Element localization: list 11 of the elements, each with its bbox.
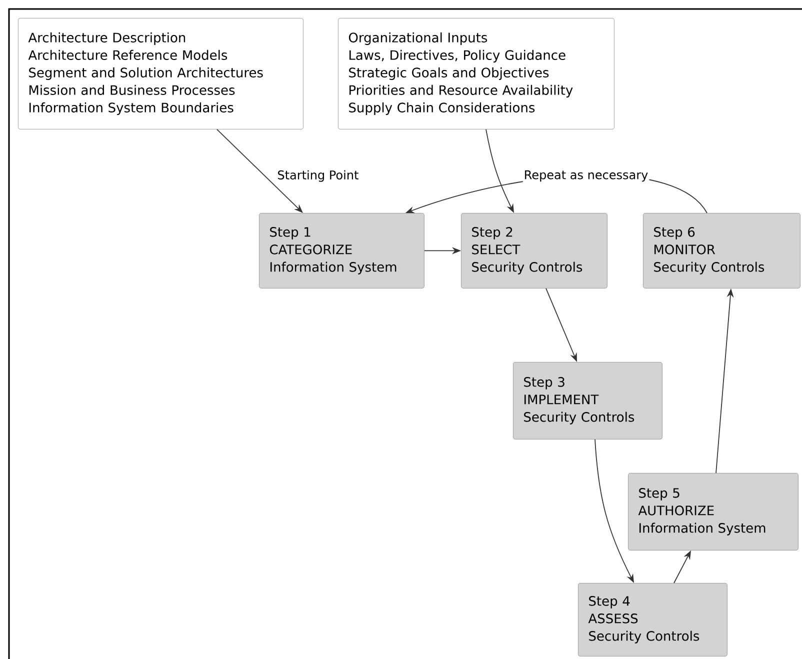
arrow	[216, 128, 303, 213]
step-box: Step 6 MONITOR Security Controls	[643, 213, 800, 288]
edge-label: Starting Point	[276, 169, 360, 183]
step-box: Step 4 ASSESS Security Controls	[578, 583, 728, 656]
input-box: Organizational Inputs Laws, Directives, Policy Guidance Strategic Goals and Objectives Priorities and Resource Availability Supply Chain Considerations	[338, 18, 614, 130]
step-box: Step 3 IMPLEMENT Security Controls	[513, 362, 662, 440]
step-box: Step 1 CATEGORIZE Information System	[259, 213, 424, 288]
step-box: Step 5 AUTHORIZE Information System	[628, 473, 798, 550]
step-box: Step 2 SELECT Security Controls	[461, 213, 608, 288]
input-box: Architecture Description Architecture Reference Models Segment and Solution Architectures Mission and Business Processes Information System Boundaries	[18, 18, 304, 130]
edge-label: Repeat as necessary	[522, 169, 650, 183]
